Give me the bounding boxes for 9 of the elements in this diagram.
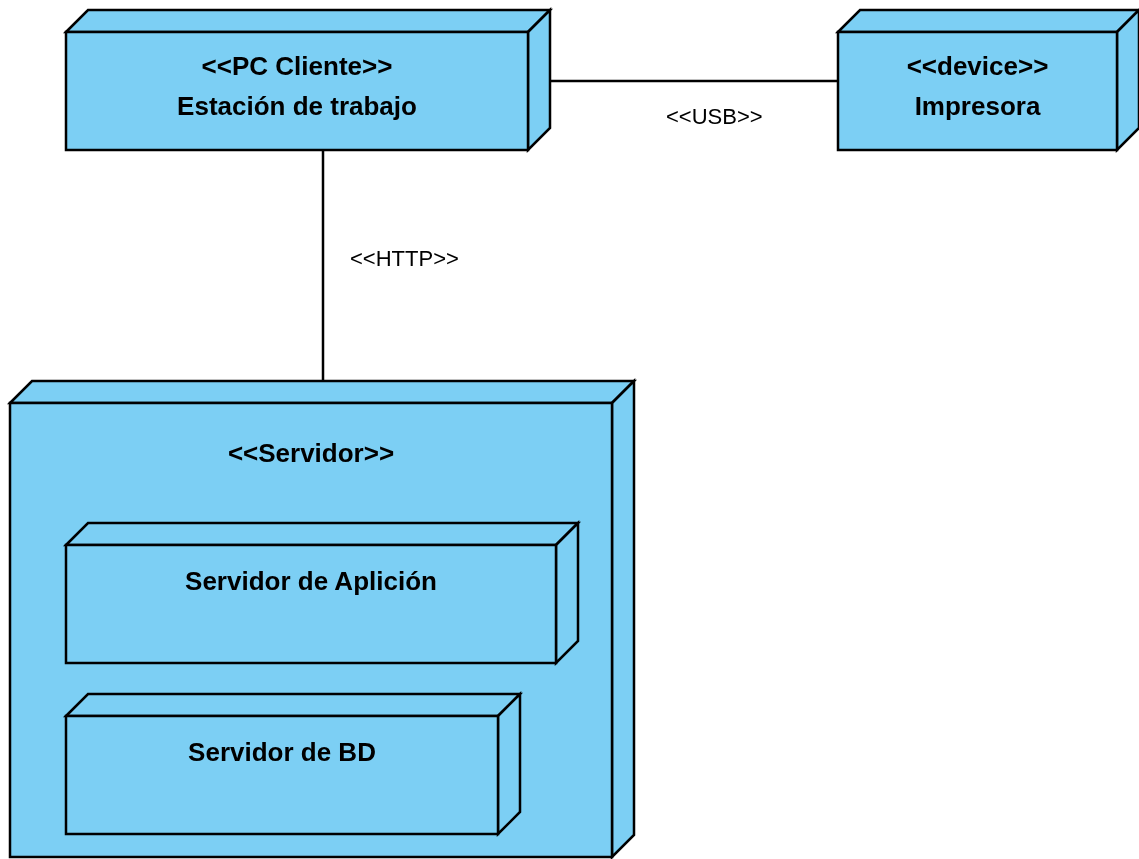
node-name: Impresora [914,90,1041,123]
node-name: Estación de trabajo [177,90,417,123]
connector-line [550,79,838,83]
stereotype-label: <<device>> [906,50,1049,83]
node-name: Servidor de Aplición [185,565,437,598]
connector-line [321,150,325,381]
stereotype-label: <<PC Cliente>> [201,50,393,83]
node-name: Servidor de BD [188,736,376,769]
node-name: <<Servidor>> [227,437,395,470]
